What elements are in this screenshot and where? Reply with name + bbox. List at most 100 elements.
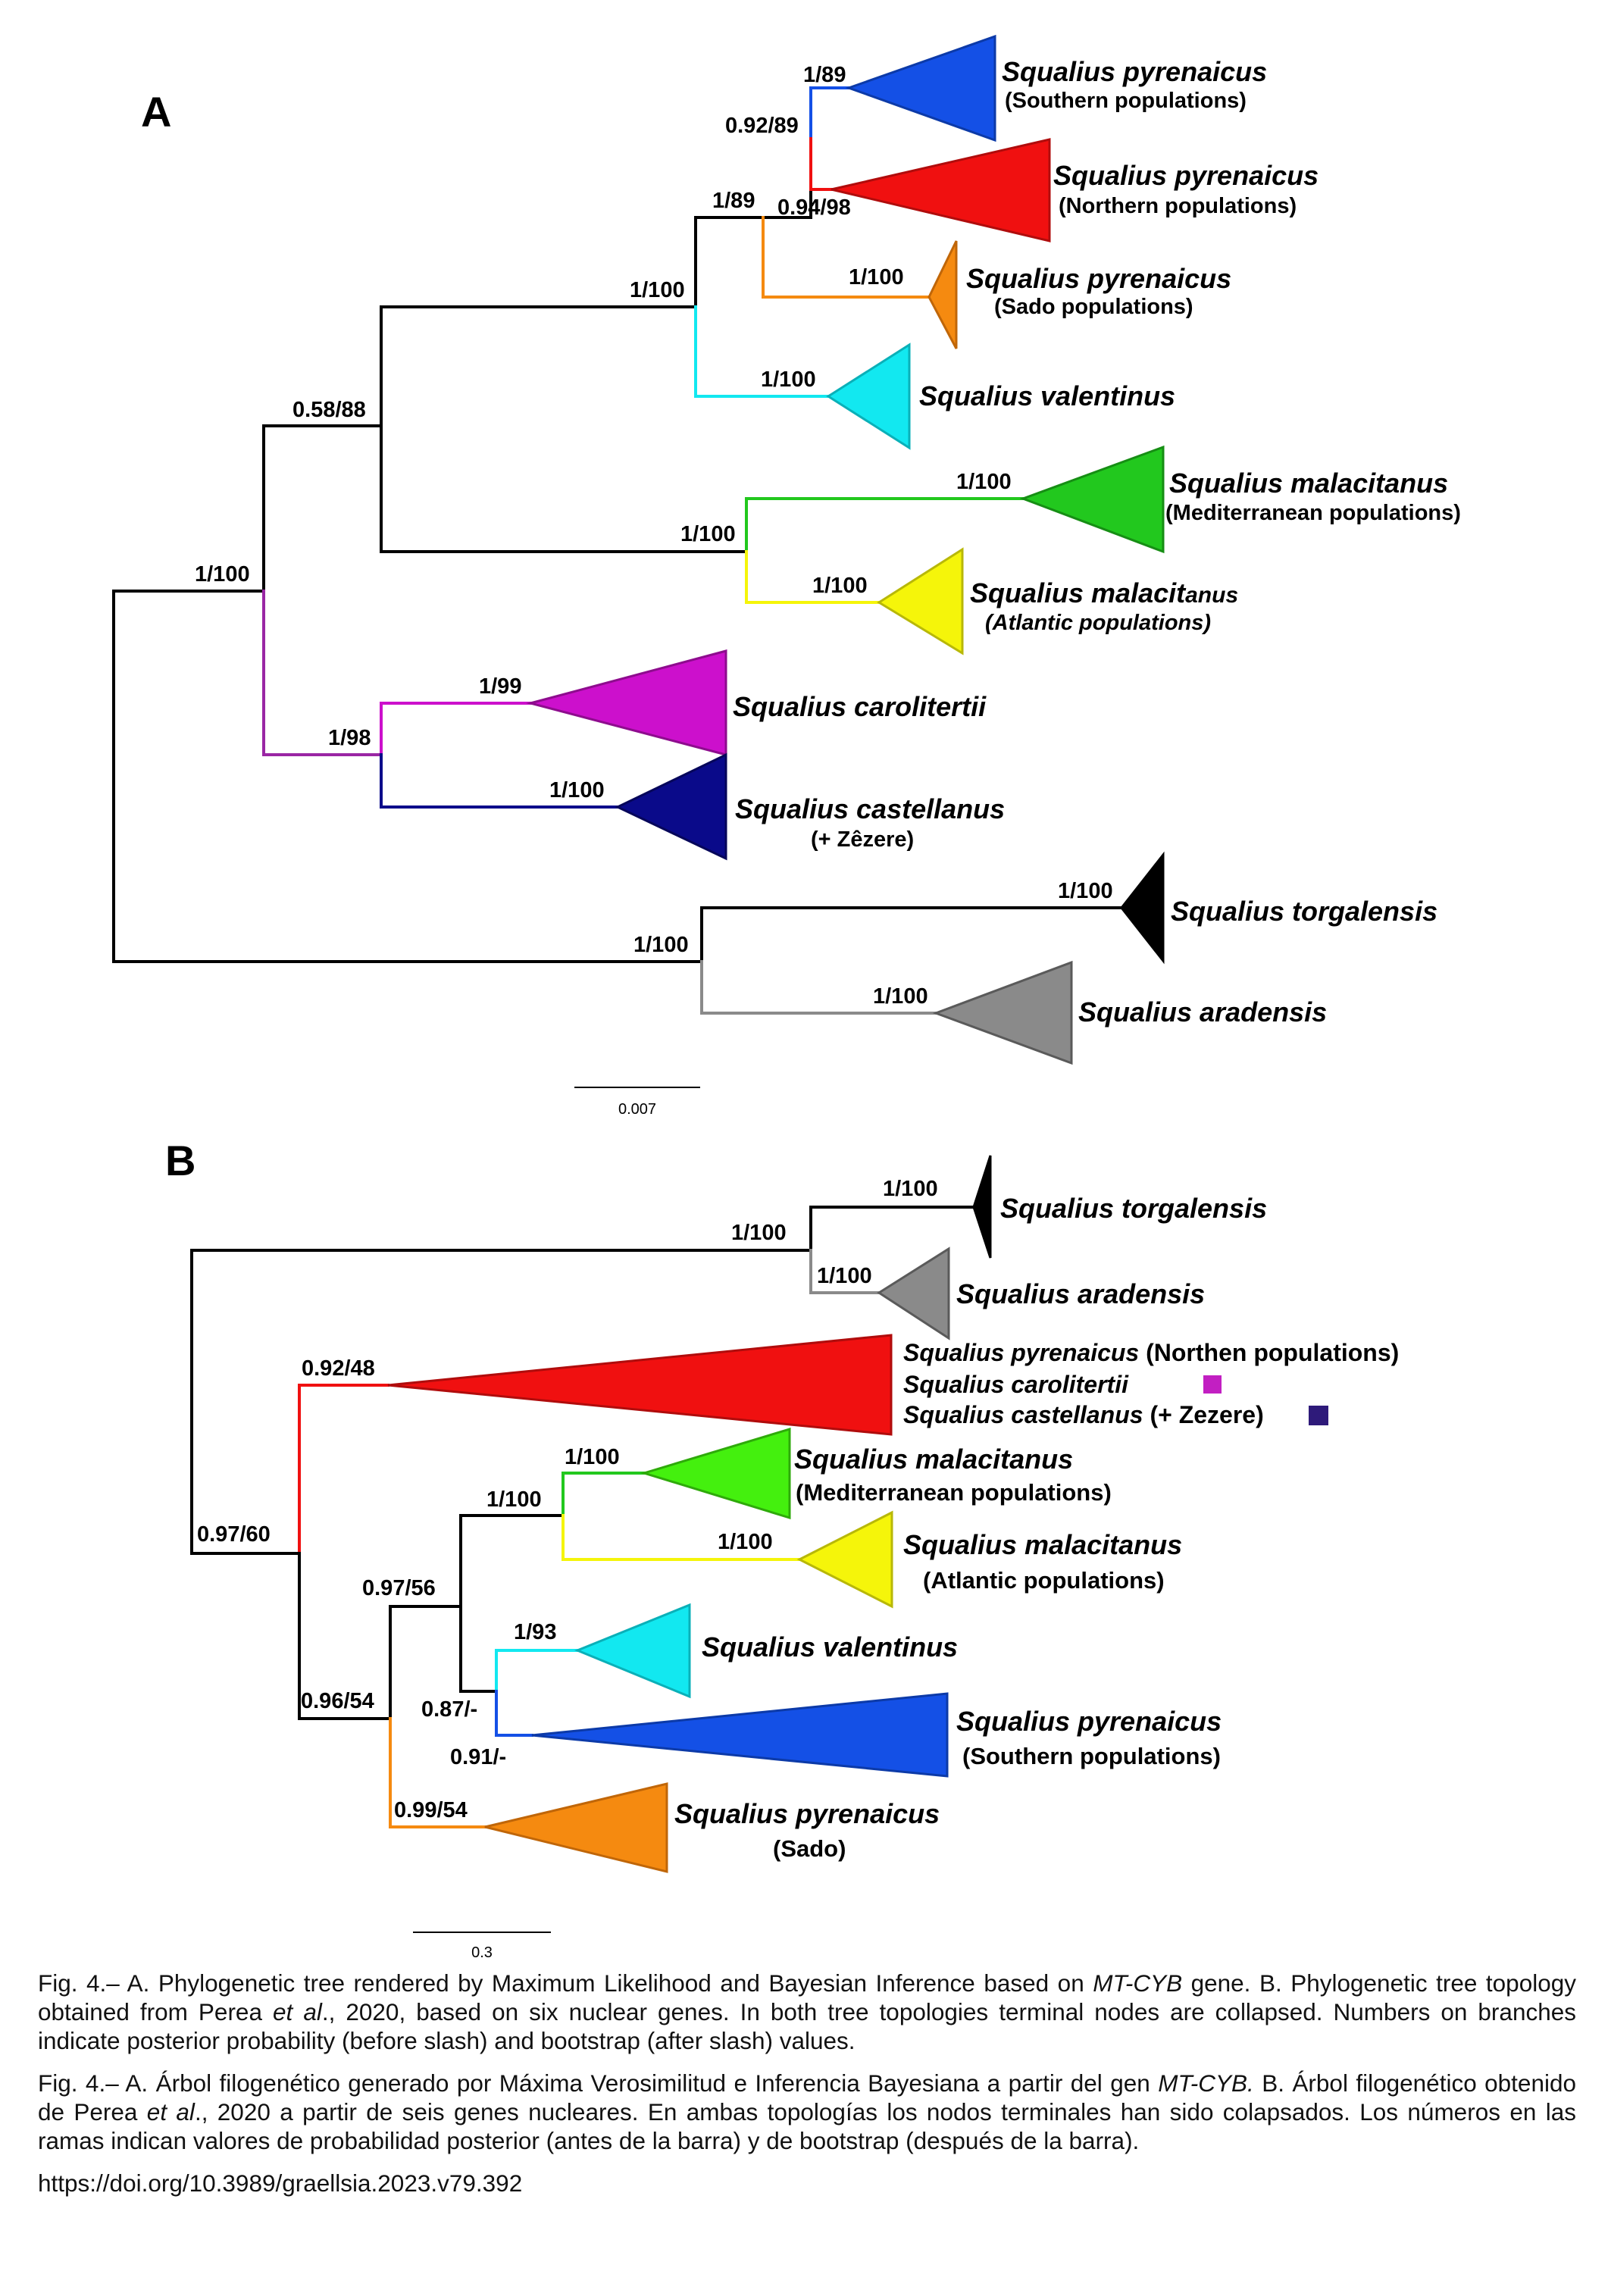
taxon-name: Squalius aradensis	[956, 1278, 1205, 1309]
clade-torgalensis	[972, 1155, 992, 1259]
taxon-name: Squalius torgalensis	[1000, 1193, 1267, 1224]
clade-torgalensis	[1120, 851, 1165, 965]
taxon-name: Squalius torgalensis	[1171, 896, 1437, 927]
panel-b-clades	[387, 1155, 992, 1873]
panel-b-taxa: Squalius torgalensis Squalius aradensis …	[674, 1193, 1399, 1862]
caption-gene: MT-CYB.	[1158, 2069, 1254, 2097]
taxon-sublabel: (Sado populations)	[994, 295, 1193, 319]
branch-torara-ara	[809, 1249, 881, 1294]
support-label: 1/100	[817, 1264, 872, 1288]
caption-text: Fig. 4.– A. Árbol filogenético generado …	[38, 2069, 1159, 2097]
clade-pyr-north	[831, 138, 1051, 242]
support-label: 0.92/48	[302, 1356, 375, 1381]
clade-north	[387, 1334, 893, 1436]
support-label: 1/100	[486, 1487, 542, 1512]
branch-ingroup-north	[298, 1384, 389, 1555]
taxon-name-part: Squalius pyrenaicus	[903, 1339, 1139, 1366]
panel-a-letter: A	[141, 88, 171, 136]
branch-valmal-mal	[459, 1514, 565, 1608]
branch-sn-north	[809, 137, 833, 191]
caption-etal: et al	[146, 2098, 195, 2126]
support-label: 1/100	[812, 574, 868, 598]
branch-mal-atl	[562, 1514, 801, 1561]
panel-a-supports: 1/89 0.92/89 0.94/98 1/89 1/100 1/100 1/…	[195, 63, 1113, 1009]
taxon-name: Squalius malacitanus	[970, 577, 1238, 608]
taxon-name-part: Squalius castellanus	[903, 1401, 1143, 1428]
taxon-name: Squalius malacitanus	[1169, 468, 1448, 499]
panel-a-branches	[112, 86, 1123, 1015]
support-label: 1/100	[718, 1530, 773, 1554]
support-label: 0.97/60	[197, 1522, 271, 1547]
support-label: 1/89	[712, 189, 755, 213]
clade-mal-med	[1019, 445, 1165, 554]
taxon-sublabel: (Northern populations)	[1059, 194, 1297, 218]
support-label: 1/100	[849, 265, 904, 289]
taxon-name: Squalius malacitanus	[903, 1529, 1182, 1560]
branch-upper-mal	[380, 424, 748, 553]
support-label: 1/98	[328, 726, 371, 750]
caption-etal: et al	[273, 1998, 322, 2025]
support-label: 0.92/89	[725, 114, 799, 138]
branch-ingroup-carcas	[262, 590, 383, 756]
taxon-name: Squalius pyrenaicus	[966, 263, 1231, 294]
branch-mal-atl	[745, 550, 881, 604]
branch-valsouth-south	[495, 1690, 533, 1737]
taxon-name: Squalius aradensis	[1078, 996, 1327, 1028]
support-label: 1/99	[479, 674, 521, 699]
clade-mal-atl	[877, 547, 964, 655]
panel-b: B 1/100	[165, 1137, 1399, 1961]
panel-a-taxa: Squalius pyrenaicus (Southern population…	[733, 56, 1461, 1028]
taxon-sublabel: (Atlantic populations)	[923, 1567, 1165, 1594]
panel-a: A	[112, 34, 1461, 1118]
branch-root-torara	[190, 1249, 812, 1555]
phylogeny-figure: A	[112, 34, 1461, 1961]
support-label: 0.87/-	[421, 1697, 477, 1722]
branch-rest-sado	[389, 1717, 486, 1828]
clade-pyr-sado	[927, 240, 958, 349]
doi-link[interactable]: https://doi.org/10.3989/graellsia.2023.v…	[38, 2169, 523, 2197]
clade-mal-atl	[796, 1510, 893, 1609]
clade-mal-med	[640, 1427, 791, 1520]
branch-upper-pyrval	[380, 305, 697, 427]
panel-a-clades	[526, 34, 1165, 1065]
branch-torara-tor	[809, 1206, 975, 1252]
clade-aradensis	[932, 960, 1073, 1065]
panel-b-supports: 1/100 1/100 1/100 0.92/48 0.97/60 1/100 …	[197, 1177, 938, 1822]
clade-pyr-south	[531, 1692, 949, 1778]
caption-text: Fig. 4.– A. Phylogenetic tree rendered b…	[38, 1969, 1093, 1997]
support-label: 1/100	[1058, 879, 1113, 903]
branch-pyr-sado	[762, 216, 931, 299]
taxon-name: Squalius pyrenaicus	[1053, 160, 1319, 191]
support-label: 0.91/-	[450, 1745, 506, 1769]
caption-english: Fig. 4.– A. Phylogenetic tree rendered b…	[38, 1969, 1576, 2055]
clade-valentinus	[574, 1603, 691, 1699]
taxon-sublabel: (Sado)	[773, 1835, 846, 1862]
support-label: 1/100	[883, 1177, 938, 1201]
support-label: 1/100	[195, 562, 250, 587]
caption-text: B. Árbol filogenético obtenido de Perea	[38, 2069, 1576, 2126]
taxon-sublabel: (Southern populations)	[962, 1743, 1221, 1769]
castellanus-color-swatch	[1309, 1406, 1328, 1425]
taxon-name: Squalius castellanus (+ Zezere)	[903, 1401, 1264, 1428]
clade-pyr-sado	[484, 1782, 668, 1873]
taxon-name: Squalius castellanus	[735, 793, 1005, 824]
support-label: 0.99/54	[394, 1798, 468, 1822]
taxon-name: Squalius valentinus	[702, 1631, 958, 1663]
branch-valsouth-val	[495, 1649, 579, 1693]
branch-mal-med	[745, 497, 1024, 553]
branch-mal-med	[562, 1472, 646, 1517]
support-label: 1/100	[630, 278, 685, 302]
caption-text: ., 2020, based on six nuclear genes. In …	[38, 1998, 1577, 2054]
support-label: 1/100	[565, 1445, 620, 1469]
clade-aradensis	[877, 1247, 950, 1340]
clade-valentinus	[826, 343, 911, 450]
scale-bar-b-label: 0.3	[471, 1944, 493, 1961]
taxon-name: Squalius pyrenaicus	[674, 1798, 940, 1829]
taxon-sublabel: (Atlantic populations)	[985, 611, 1211, 635]
support-label: 1/100	[633, 933, 689, 957]
carolitertii-color-swatch	[1203, 1375, 1222, 1394]
caption-text: ., 2020 a partir de seis genes nucleares…	[38, 2098, 1576, 2154]
caption-gene: MT-CYB	[1093, 1969, 1183, 1997]
support-label: 1/100	[956, 470, 1012, 494]
clade-carolitertii	[526, 649, 727, 756]
